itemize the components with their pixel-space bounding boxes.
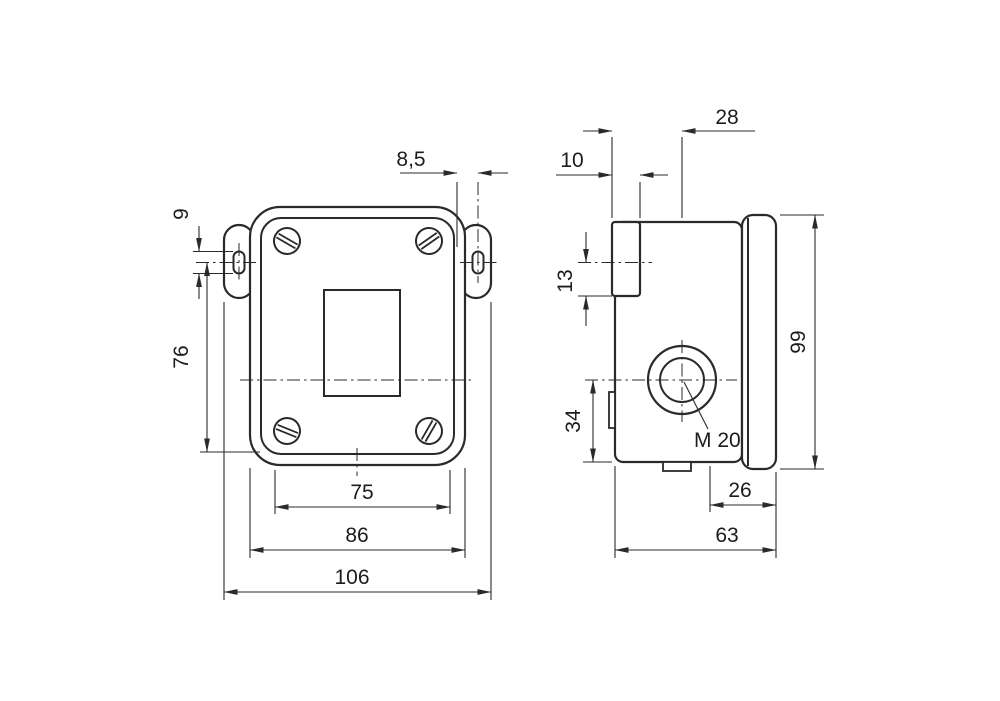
- dimension-86: 86: [249, 468, 466, 558]
- side-dimensions: 28 10 13 34 99 26: [554, 106, 824, 558]
- front-view: [196, 182, 498, 476]
- dim-label-99: 99: [787, 330, 810, 353]
- corner-screw-bottom-left: [273, 417, 301, 445]
- bottom-terminal-notch: [662, 461, 692, 472]
- gland-leader-line: [683, 381, 709, 430]
- dim-label-76: 76: [170, 345, 193, 368]
- dimension-63: 63: [614, 466, 777, 558]
- dim-label-28: 28: [715, 106, 738, 129]
- corner-screw-bottom-right: [415, 417, 443, 445]
- dimension-8-5: 8,5: [396, 148, 508, 247]
- front-dimensions: 8,5 9 76 75 86: [170, 148, 508, 600]
- dim-label-26: 26: [728, 479, 751, 502]
- side-centerlines: [578, 262, 737, 422]
- dimension-34: 34: [562, 379, 612, 463]
- dimension-26: 26: [709, 466, 777, 512]
- dim-label-75: 75: [350, 481, 373, 504]
- dim-label-13: 13: [554, 269, 577, 292]
- dimension-76: 76: [170, 262, 260, 453]
- side-mounting-ear-tab: [610, 220, 642, 298]
- corner-screw-top-right: [415, 227, 443, 255]
- dimension-13: 13: [554, 232, 612, 326]
- gland-thread-callout: M 20: [683, 381, 741, 452]
- dimension-99: 99: [780, 214, 824, 470]
- dimension-106: 106: [223, 302, 492, 600]
- dim-label-86: 86: [345, 524, 368, 547]
- corner-screw-top-left: [273, 227, 301, 255]
- dim-label-106: 106: [334, 566, 369, 589]
- dimension-28: 28: [583, 106, 755, 218]
- dim-label-10: 10: [560, 149, 583, 172]
- enclosure-side-lid: [740, 213, 778, 471]
- dimension-9: 9: [170, 208, 233, 299]
- dim-label-34: 34: [562, 409, 585, 433]
- dim-label-m20: M 20: [694, 429, 741, 452]
- center-cutout: [323, 289, 401, 397]
- dim-label-8-5: 8,5: [396, 148, 425, 171]
- dimension-75: 75: [274, 470, 451, 514]
- dimension-10: 10: [556, 149, 668, 218]
- side-view: [578, 213, 778, 472]
- side-front-rib: [608, 391, 616, 429]
- dim-label-63: 63: [715, 524, 738, 547]
- dim-label-9: 9: [170, 208, 193, 220]
